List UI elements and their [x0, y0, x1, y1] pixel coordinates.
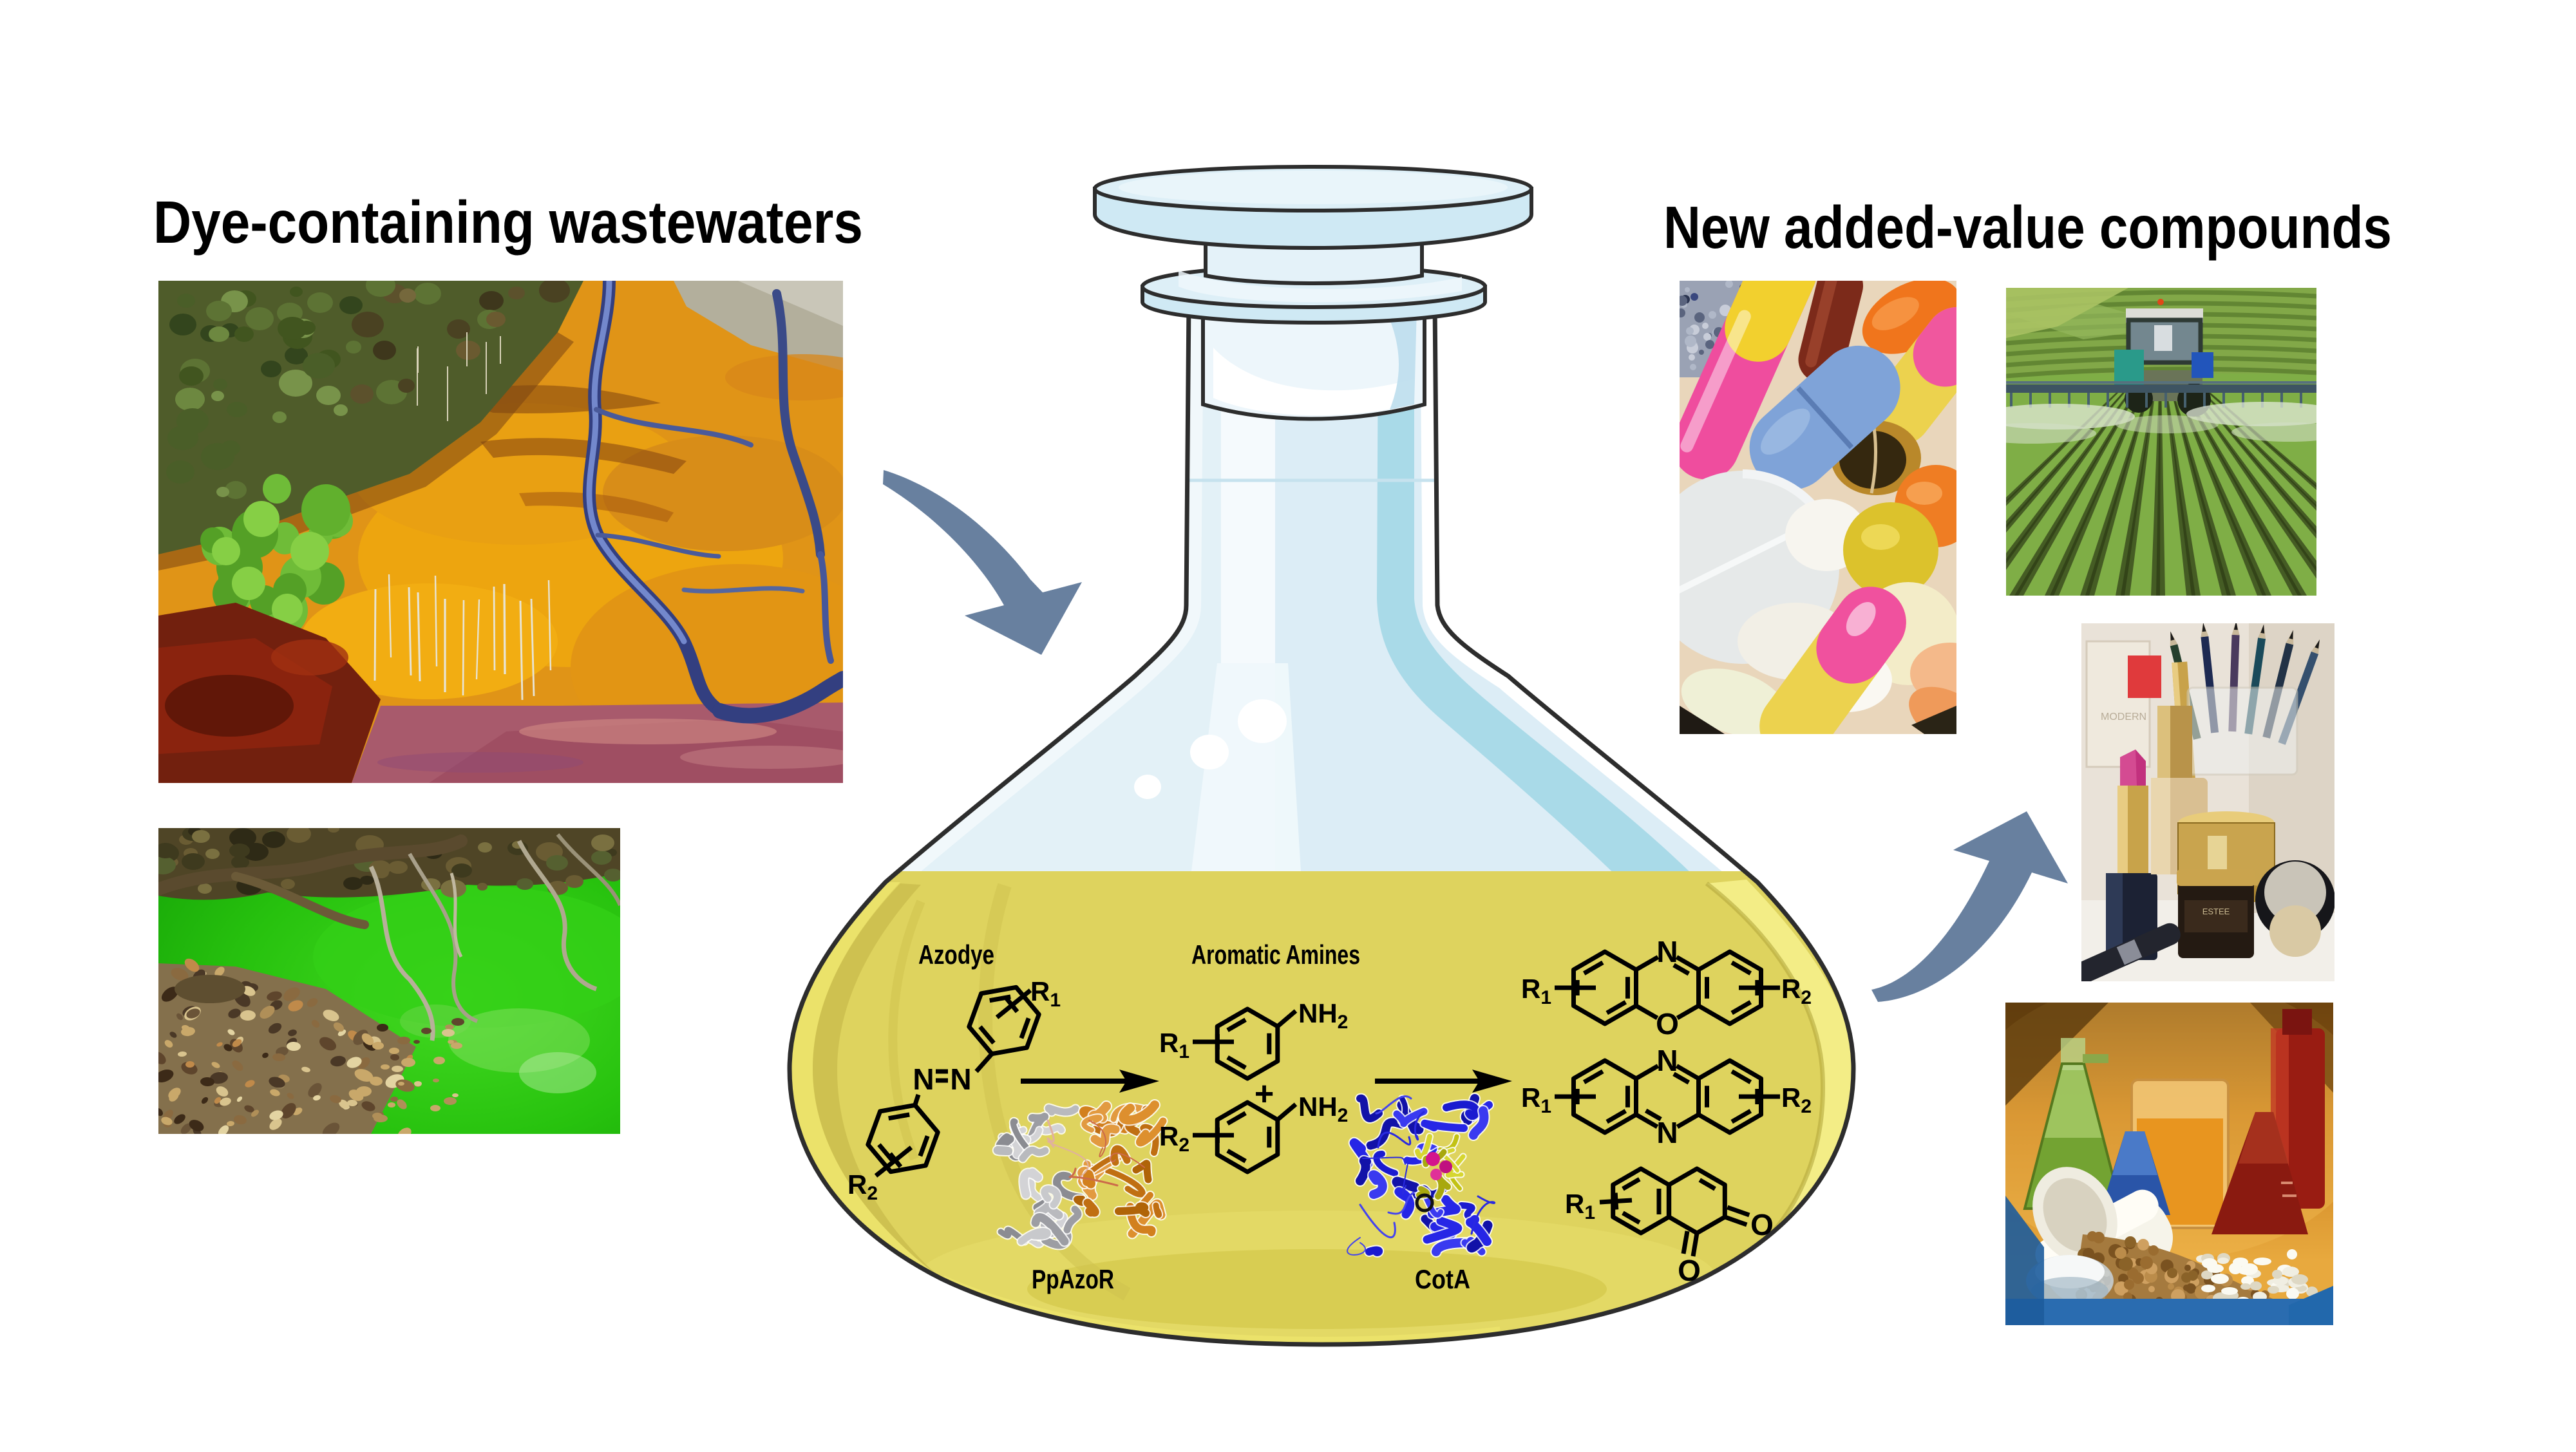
svg-text:Dye-containing wastewaters: Dye-containing wastewaters: [153, 189, 863, 256]
svg-text:O: O: [1750, 1208, 1774, 1241]
svg-text:O: O: [1656, 1007, 1679, 1041]
svg-text:N: N: [1656, 1116, 1678, 1149]
svg-text:Aromatic Amines: Aromatic Amines: [1191, 939, 1360, 970]
svg-text:O: O: [1678, 1254, 1701, 1287]
svg-text:MODERN: MODERN: [2101, 712, 2146, 722]
svg-text:New added-value compounds: New added-value compounds: [1663, 194, 2392, 261]
svg-text:+: +: [1255, 1075, 1274, 1113]
svg-text:R2: R2: [848, 1169, 878, 1204]
svg-text:CotA: CotA: [1415, 1264, 1470, 1294]
svg-text:N: N: [1656, 935, 1678, 968]
svg-text:N: N: [950, 1062, 971, 1096]
svg-text:N: N: [913, 1062, 934, 1096]
svg-text:PpAzoR: PpAzoR: [1032, 1264, 1114, 1294]
svg-text:Azodye: Azodye: [918, 939, 994, 970]
svg-text:N: N: [1656, 1044, 1678, 1077]
svg-text:R1: R1: [1159, 1028, 1189, 1062]
svg-text:ESTEE: ESTEE: [2202, 907, 2230, 916]
